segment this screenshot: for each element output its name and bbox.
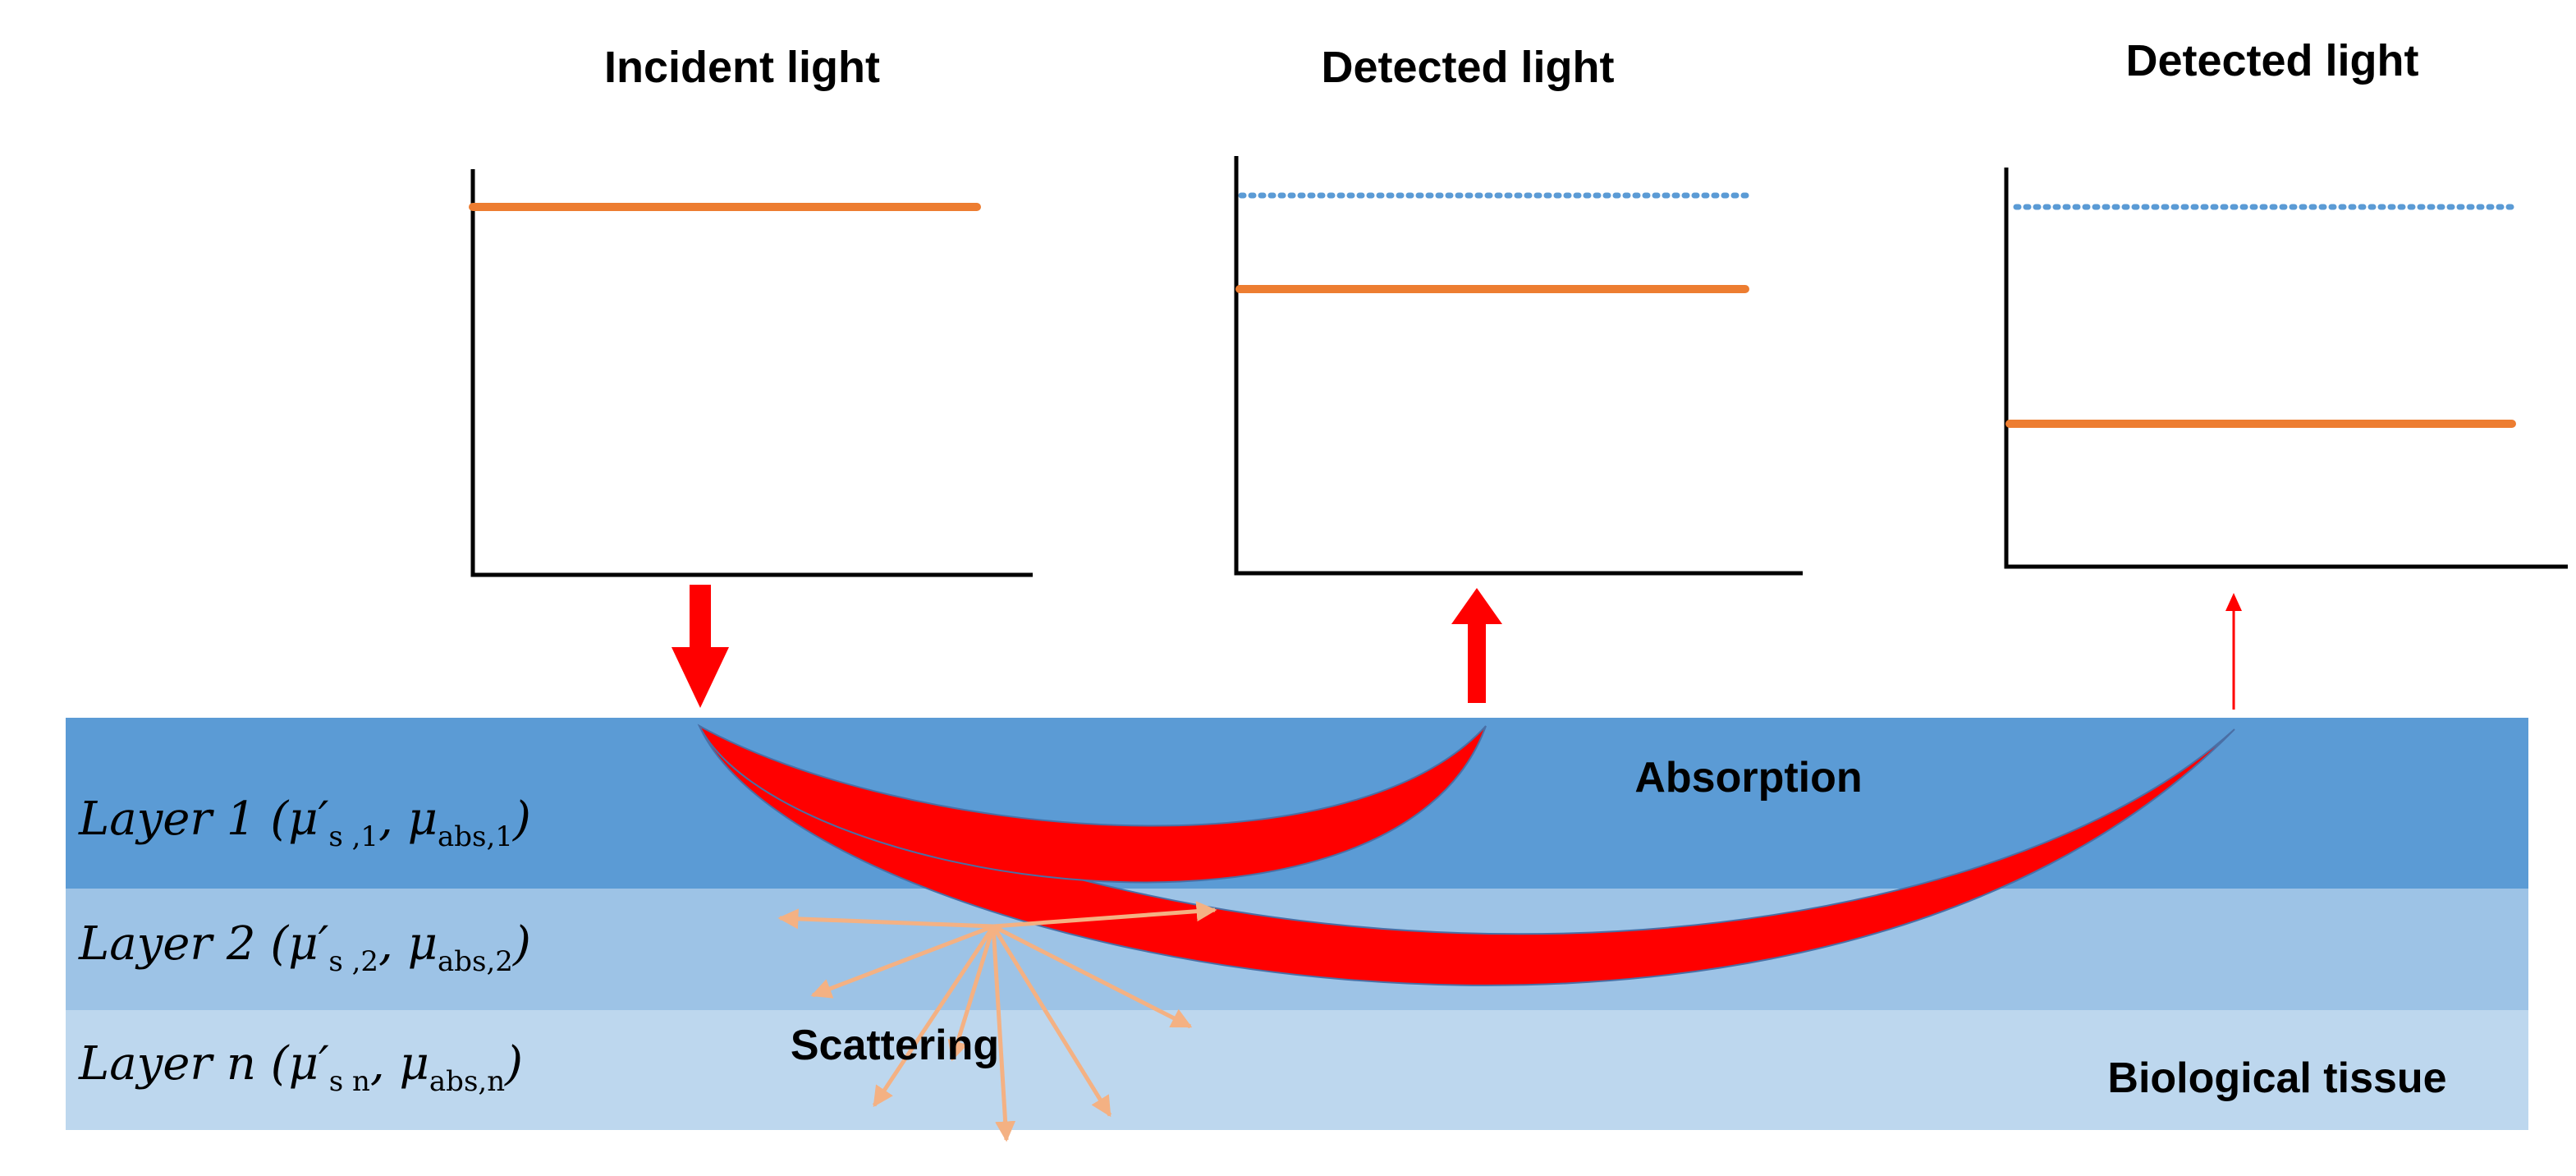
scatter-arrow xyxy=(777,908,994,930)
layer-n-label: Layer n (μ′s n, μabs,n) xyxy=(78,1037,523,1098)
scatter-arrow xyxy=(872,925,996,1108)
layer-1-label: Layer 1 (μ′s ,1, μabs,1) xyxy=(78,792,531,853)
layer-2-close: ) xyxy=(512,917,531,971)
layer-n-name: Layer n (μ′ xyxy=(78,1037,329,1091)
scatter-arrow xyxy=(991,926,1016,1142)
layer-n-close: ) xyxy=(504,1037,523,1091)
layer-n-absorption-subscript: abs,n xyxy=(429,1065,505,1098)
layer-2-label: Layer 2 (μ′s ,2, μabs,2) xyxy=(78,917,531,978)
layer-1-mid: , μ xyxy=(378,792,438,846)
layer-1-close: ) xyxy=(512,792,531,846)
scatter-arrow xyxy=(992,901,1217,929)
incident-light-title: Incident light xyxy=(604,43,880,92)
scatter-arrow xyxy=(992,924,1193,1029)
up-arrow-icon xyxy=(1451,588,1502,703)
scattering-label: Scattering xyxy=(791,1022,999,1069)
detected-light-title-1: Detected light xyxy=(1321,43,1614,92)
layer-1-absorption-subscript: abs,1 xyxy=(438,820,513,853)
layer-n-mid: , μ xyxy=(370,1037,429,1091)
detected-light-plot-2 xyxy=(2004,168,2568,569)
tissue-layer-3 xyxy=(66,1010,2528,1130)
absorption-label: Absorption xyxy=(1634,754,1862,802)
thin-up-arrow-icon xyxy=(2225,593,2242,710)
scatter-arrow xyxy=(810,924,994,999)
scatter-arrow xyxy=(947,926,996,1062)
layer-2-mid: , μ xyxy=(378,917,438,971)
plot-axes xyxy=(1234,156,1803,576)
scatter-arrow xyxy=(991,925,1112,1118)
layer-2-absorption-subscript: abs,2 xyxy=(438,945,513,978)
shallow-light-path xyxy=(697,724,1487,884)
layer-2-name: Layer 2 (μ′ xyxy=(78,917,329,971)
down-arrow-icon xyxy=(672,585,729,708)
detected-light-title-2: Detected light xyxy=(2125,36,2418,85)
biological-tissue-label: Biological tissue xyxy=(2107,1054,2446,1102)
layer-n-scattering-subscript: s n xyxy=(329,1065,370,1098)
plot-axes xyxy=(470,169,1033,577)
scattering-arrows xyxy=(777,901,1217,1142)
layer-2-scattering-subscript: s ,2 xyxy=(328,945,378,978)
detected-light-plot-1 xyxy=(1234,156,1803,576)
layer-1-name: Layer 1 (μ′ xyxy=(78,792,329,846)
incident-light-plot xyxy=(469,169,1033,577)
layer-1-scattering-subscript: s ,1 xyxy=(328,820,378,853)
plot-axes xyxy=(2004,168,2568,569)
